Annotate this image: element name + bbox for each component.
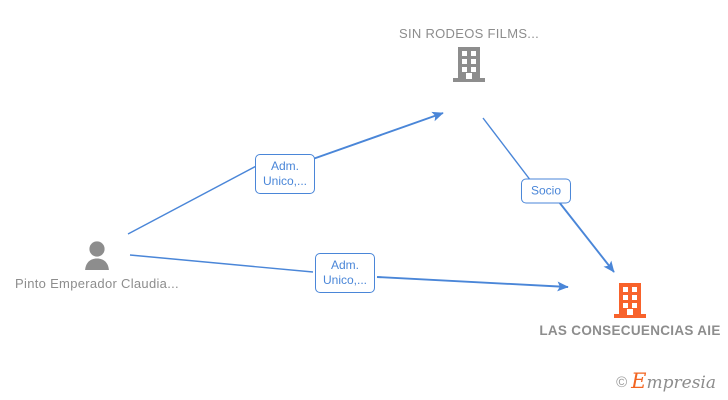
edge-person-to-las-consecuencias-segment-b (376, 276, 569, 292)
empresia-logo-text: mpresia (646, 373, 717, 393)
edge-label-adm-unico-las-consecuencias[interactable]: Adm. Unico,... (314, 253, 376, 293)
node-label-pinto-emperador-claudia: Pinto Emperador Claudia... (15, 276, 179, 291)
edge-sin-rodeos-to-las-consecuencias-segment-a (482, 117, 532, 182)
edge-person-to-las-consecuencias-segment-a (129, 254, 314, 273)
edge-sin-rodeos-to-las-consecuencias-segment-b (558, 201, 615, 273)
node-sin-rodeos-films[interactable]: SIN RODEOS FILMS... (369, 26, 569, 83)
copyright-icon: © (616, 374, 628, 391)
node-las-consecuencias-aie[interactable]: LAS CONSECUENCIAS AIE (530, 281, 728, 339)
empresia-logo: Empresia (631, 371, 717, 393)
building-icon (613, 281, 647, 319)
edge-label-socio[interactable]: Socio (520, 178, 572, 204)
empresia-logo-initial: E (631, 369, 647, 393)
empresia-watermark: © Empresia (616, 371, 717, 393)
node-label-las-consecuencias-aie: LAS CONSECUENCIAS AIE (539, 323, 721, 338)
edge-label-adm-unico-sin-rodeos[interactable]: Adm. Unico,... (254, 154, 316, 194)
node-pinto-emperador-claudia[interactable]: Pinto Emperador Claudia... (0, 240, 197, 292)
person-icon (80, 240, 114, 272)
node-label-sin-rodeos-films: SIN RODEOS FILMS... (398, 26, 540, 41)
edge-person-to-sin-rodeos-segment-b (309, 111, 444, 161)
edge-person-to-sin-rodeos-segment-a (127, 162, 263, 235)
building-icon (452, 45, 486, 83)
